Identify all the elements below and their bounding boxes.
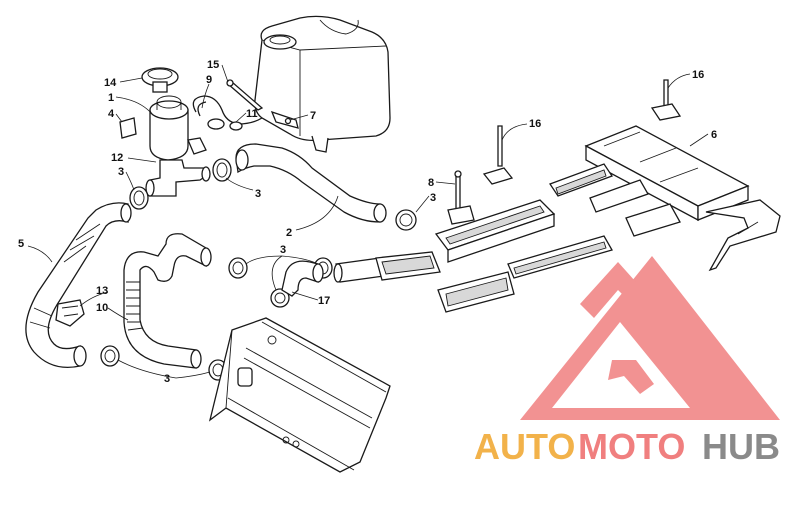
callout-16: 16 — [529, 118, 541, 130]
upper-hose — [235, 143, 387, 223]
mount-stud — [447, 170, 475, 225]
watermark-text-moto: MOTO — [578, 426, 685, 467]
hose-junction — [55, 299, 85, 327]
callout-7: 7 — [310, 110, 316, 122]
corrugated-hose — [123, 233, 212, 369]
overflow-tube — [192, 95, 263, 125]
callout-3: 3 — [255, 188, 261, 200]
callout-1: 1 — [108, 92, 114, 104]
callout-13: 13 — [96, 285, 108, 297]
shoulder-bolt — [482, 79, 682, 185]
callout-12: 12 — [111, 152, 123, 164]
outlet-tube — [333, 257, 385, 283]
callout-8: 8 — [428, 177, 434, 189]
radiator — [208, 317, 391, 473]
clamp — [100, 158, 417, 381]
radiator-cap — [141, 67, 179, 93]
watermark-logo — [520, 256, 780, 420]
callout-10: 10 — [96, 302, 108, 314]
tee-fitting — [145, 159, 211, 197]
heat-exchanger-rail — [375, 199, 556, 313]
decal — [119, 117, 137, 139]
callout-17: 17 — [318, 295, 330, 307]
coolant-tank — [254, 15, 391, 153]
short-hose — [281, 260, 324, 297]
watermark-text-auto: AUTO — [474, 426, 575, 467]
lower-hose-long — [25, 202, 132, 369]
callout-3: 3 — [164, 373, 170, 385]
callout-15: 15 — [207, 59, 219, 71]
watermark-triangle — [520, 256, 780, 420]
callout-3: 3 — [280, 244, 286, 256]
callout-2: 2 — [286, 227, 292, 239]
hose-clamp-small — [207, 118, 243, 131]
mounting-bracket — [705, 199, 781, 272]
tank-bracket — [270, 110, 299, 129]
callout-3: 3 — [430, 192, 436, 204]
watermark-text-hub: HUB — [702, 426, 780, 467]
watermark-peak — [580, 262, 652, 318]
callout-14: 14 — [104, 77, 117, 89]
callout-9: 9 — [206, 74, 212, 86]
watermark-inner — [608, 360, 654, 394]
bolt — [226, 79, 264, 111]
callout-5: 5 — [18, 238, 24, 250]
callout-4: 4 — [108, 108, 115, 120]
fill-bottle — [149, 95, 207, 161]
watermark-text: AUTO MOTO HUB — [474, 426, 780, 467]
heat-exchanger-tube — [507, 163, 681, 279]
callout-labels: 14 1 4 12 3 3 15 9 11 7 2 8 3 16 16 6 5 … — [18, 59, 717, 385]
callout-6: 6 — [711, 129, 717, 141]
callout-16: 16 — [692, 69, 704, 81]
callout-11: 11 — [246, 108, 258, 120]
leader-lines — [27, 64, 709, 379]
callout-3: 3 — [118, 166, 124, 178]
